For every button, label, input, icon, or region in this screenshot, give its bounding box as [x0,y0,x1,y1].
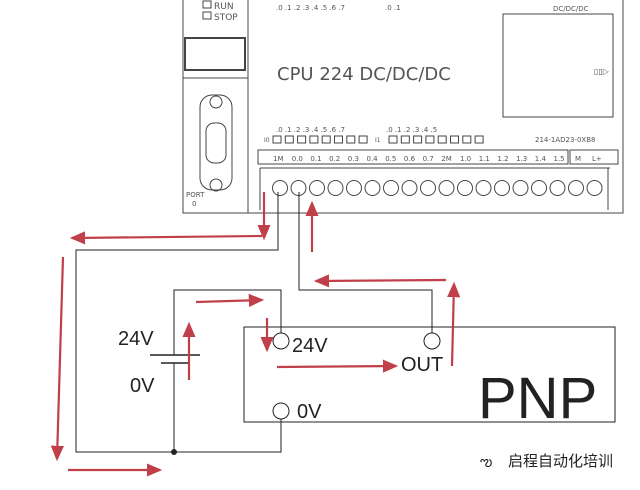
input-led [425,135,435,144]
input-led [272,135,282,144]
terminal-label: 1.3 [516,155,527,163]
input-led [321,135,331,144]
terminal-label: 0.1 [310,155,321,163]
terminal-screw [420,180,436,196]
terminal-label: 0.7 [423,155,434,163]
input-led [309,135,319,144]
terminal-screw [457,180,473,196]
terminal-label: 0.5 [385,155,396,163]
input-led [346,135,356,144]
supply-0v-label: 0V [130,375,155,397]
watermark-wechat-icon: ఌ [480,453,492,469]
input-led [462,135,472,144]
q1-led-labels: .0 .1 [385,4,401,12]
terminal-label: 1M [273,155,284,163]
q0-led-labels: .0 .1 .2 .3 .4 .5 .6 .7 [276,4,345,12]
terminal-label: 0.2 [329,155,340,163]
terminal-screw [327,180,344,196]
input-led [388,135,398,144]
terminal-label: 0.4 [367,155,379,163]
sensor-out-label: OUT [401,354,443,376]
terminal-screw [512,180,529,196]
wiring [75,192,433,455]
sensor-type-label: PNP [478,366,597,431]
part-number: 214-1AD23-0XB8 [535,136,595,144]
terminal-screw [383,180,399,196]
pnp-sensor [243,326,616,423]
terminal-label: 0.3 [348,155,359,163]
terminal-label-m: M [575,155,581,163]
i1-group-label: I1 [375,137,381,144]
watermark-text: 启程自动化培训 [508,453,613,470]
cpu-model-text: CPU 224 DC/DC/DC [277,64,451,85]
terminal-label: 1.4 [535,155,547,163]
terminal-screw [401,180,418,196]
terminal-label: 1.5 [554,155,565,163]
terminal-screw [364,180,381,196]
terminal-screw [568,180,584,196]
terminal-0v [272,402,290,420]
terminal-screws [272,180,603,196]
arrow-left-out [313,274,447,288]
led-stop-label: STOP [214,13,238,23]
input-led-row [272,135,484,144]
i0-led-labels: .0 .1 .2 .3 .4 .5 .6 .7 [276,126,345,134]
input-led [474,135,484,144]
input-led [334,135,343,144]
terminal-screw [438,180,455,196]
terminal-label: 0.6 [404,155,416,163]
terminal-screw [309,180,325,196]
terminal-label: 1.1 [479,155,490,163]
input-led [400,135,410,144]
terminal-label: 2M [441,155,452,163]
terminal-screw [475,180,492,196]
terminal-screw [531,180,547,196]
led-run-label: RUN [214,2,234,12]
arrow-up-out [447,281,461,367]
terminal-label: 1.2 [497,155,508,163]
port-number: 0 [192,200,196,208]
i0-group-label: I0 [264,137,270,144]
port-label: PORT [186,191,205,199]
supply-24v-label: 24V [118,328,154,350]
terminal-label-l-plus: L+ [592,155,602,163]
plc-cpu [182,0,624,214]
terminal-label: 1.0 [460,155,471,163]
terminal-screw [346,180,362,196]
terminal-24v [272,332,290,350]
input-led [437,135,447,144]
terminal-screw [549,180,566,196]
input-led [413,135,423,144]
terminal-label-strip: 1M 0.0 0.1 0.2 0.3 0.4 0.5 0.6 0.7 2M 1.0 1.1 1.2 1.3… [273,155,565,163]
input-led [297,135,307,144]
terminal-out [423,332,441,350]
input-led [284,135,294,144]
sensor-24v-label: 24V [292,335,328,357]
terminal-label: 0.0 [292,155,303,163]
current-flow-arrows [50,192,461,477]
input-led [450,135,459,144]
arrow-right-inside [276,359,399,373]
arrow-left-top [69,231,263,245]
input-led [358,135,368,144]
terminal-screw [494,180,510,196]
arrow-down-left [50,256,65,462]
cpu-type-label: DC/DC/DC [553,5,589,13]
terminal-screw [586,180,603,196]
i1-led-labels: .0 .1 .2 .3 .4 .5 [386,126,437,134]
arrow-right-supply [195,293,265,307]
cartridge-arrow-icon: ▯▯▷ [594,67,610,76]
sensor-0v-label: 0V [297,401,322,423]
terminal-screw [272,180,288,196]
